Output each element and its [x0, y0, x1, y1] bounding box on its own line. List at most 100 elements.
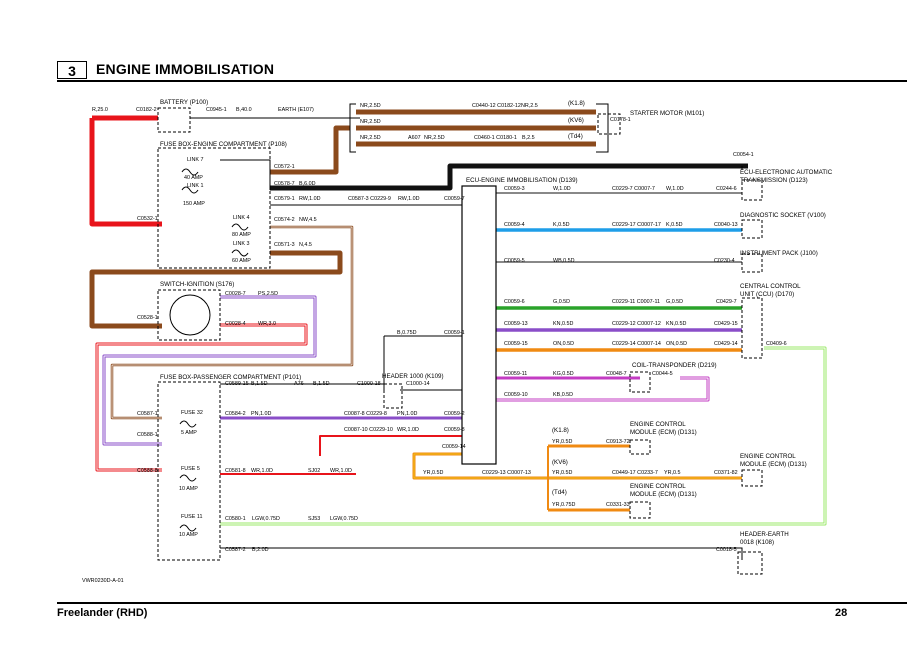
coil-outline [629, 371, 651, 393]
label-wires-nr25b: NR,2.5 [521, 103, 538, 109]
section-number-box: 3 [57, 61, 87, 79]
header-earth-outline [737, 551, 763, 575]
label-connectors-c02913: C0229-13 C0007-13 [482, 470, 531, 476]
wire-kb-magenta [496, 376, 710, 402]
fusebox-engine-outline [157, 147, 271, 269]
label-variants-kv6: (KV6) [552, 459, 568, 466]
label-connectors-c05888: C0588-8 [137, 468, 158, 474]
label-wires-g05b: G,0.5D [666, 299, 683, 305]
label-connectors-c005911: C0059-11 [504, 371, 527, 377]
label-wires-ps25: PS,2.5D [258, 291, 278, 297]
label-connectors-c005914: C0059-14 [442, 444, 466, 450]
label-wires-kn05: KN,0.5D [553, 321, 573, 327]
wire-ps-purple-inner [103, 296, 316, 445]
label-wires-yr075: YR,0.75D [552, 502, 575, 508]
label-wires-sj02: SJ02 [308, 468, 320, 474]
label-wires-wr10b: WR,1.0D [251, 468, 273, 474]
label-connectors-c04402: C0440-12 C0182-12 [472, 103, 521, 109]
label-connectors-c00592: C0059-2 [444, 411, 465, 417]
label-connectors-c05791: C0579-1 [274, 196, 295, 202]
label-components-header-earth1: HEADER-EARTH [740, 531, 789, 538]
label-wires-rw10b: RW,1.0D [398, 196, 420, 202]
label-connectors-c00878: C0087-8 C0229-8 [344, 411, 387, 417]
label-components-ecm-td4-2: MODULE (ECM) (D131) [630, 491, 697, 498]
label-connectors-c05321: C0532-1 [137, 216, 158, 222]
label-wires-yr05d: YR,0.5D [552, 470, 572, 476]
label-connectors-c05742: C0574-2 [274, 217, 295, 223]
label-connectors-c01822: C0182-2 [136, 107, 157, 113]
footer-model: Freelander (RHD) [57, 607, 148, 619]
label-wires-wb05: WB,0.5D [553, 258, 575, 264]
label-wires-lgw075: LGW,0.75D [252, 516, 280, 522]
footer-rule [57, 602, 907, 604]
wire-kb-magenta-inner [496, 377, 709, 401]
label-variants-k18: (K1.8) [552, 427, 569, 434]
label-components-fusebox-engine: FUSE BOX-ENGINE COMPARTMENT (P108) [160, 141, 287, 148]
label-connectors-c022914: C0229-14 C0007-14 [612, 341, 661, 347]
wire-lgw-green-inner [220, 347, 826, 525]
label-wires-wr30: WR,3.0 [258, 321, 276, 327]
label-components-fuse32: FUSE 32 [181, 410, 203, 416]
label-connectors-c044917: C0449-17 C0233-7 [612, 470, 658, 476]
label-connectors-c05281: C0528-1 [137, 315, 158, 321]
label-connectors-c05881: C0588-1 [137, 432, 158, 438]
label-wires-kn05b: KN,0.5D [666, 321, 686, 327]
label-connectors-c01781: C0178-1 [610, 117, 631, 123]
header-rule [57, 80, 907, 82]
label-connectors-c00284: C0028-4 [225, 321, 246, 327]
label-components-link3: LINK 3 [233, 241, 249, 247]
label-wires-a76: A76 [294, 381, 304, 387]
ecm-k18-outline [629, 439, 651, 455]
label-wires-k05b: K,0.5D [666, 222, 683, 228]
label-components-diag: DIAGNOSTIC SOCKET (V100) [740, 212, 826, 219]
thin-wire-layer [190, 103, 743, 560]
label-connectors-c02297: C0229-7 C0007-7 [612, 186, 655, 192]
label-connectors-c058915: C0589-15 [225, 381, 249, 387]
label-connectors-c00591: C0059-1 [444, 330, 465, 336]
wire-wr-red-inner [96, 324, 307, 471]
label-wires-wr10c: WR,1.0D [330, 468, 352, 474]
label-connectors-c00593: C0059-3 [504, 186, 525, 192]
wire-battery-red [89, 118, 162, 227]
battery-outline [157, 107, 191, 133]
label-components-starter: STARTER MOTOR (M101) [630, 110, 704, 117]
label-wires-pn10b: PN,1.0D [397, 411, 417, 417]
label-components-fusebox-pass: FUSE BOX-PASSENGER COMPARTMENT (P101) [160, 374, 301, 381]
label-components-link1-amp: 150 AMP [183, 201, 205, 207]
label-wires-b075: B,0.75D [397, 330, 417, 336]
ecm-td4-outline [629, 501, 651, 519]
label-wires-sj53: SJ53 [308, 516, 320, 522]
wire-layer [89, 109, 827, 526]
wire-nw45-inner [111, 226, 353, 419]
label-connectors-c05787: C0578-7 [274, 181, 295, 187]
label-components-fuse11-amp: 10 AMP [179, 532, 198, 538]
label-components-ccu2: UNIT (CCU) (D170) [740, 291, 794, 298]
label-wires-b25: B,2.5 [522, 135, 535, 141]
label-components-ecu-imm: ECU-ENGINE IMMOBILISATION (D139) [466, 177, 578, 184]
label-wires-lgw075b: LGW,0.75D [330, 516, 358, 522]
label-wires-on05b: ON,0.5D [666, 341, 687, 347]
label-wires-b15: B,1.5D [251, 381, 268, 387]
label-components-battery: BATTERY (P100) [160, 99, 208, 106]
label-connectors-c02304: C0230-4 [714, 258, 735, 264]
label-components-header1000: HEADER 1000 (K109) [382, 373, 444, 380]
label-connectors-c004013: C0040-13 [714, 222, 738, 228]
label-wires-r25: R,25.0 [92, 107, 108, 113]
label-wires-yr05c: YR,0.5 [664, 470, 680, 476]
label-wires-wr10: WR,1.0D [397, 427, 419, 433]
label-wires-b15b: B,1.5D [313, 381, 330, 387]
label-connectors-c09451: C0945-1 [206, 107, 227, 113]
label-connectors-c042914: C0429-14 [714, 341, 738, 347]
wire-yr-orange-main-inner [413, 453, 742, 479]
label-wires-nw45: NW,4.5 [299, 217, 317, 223]
label-components-link7-amp: 40 AMP [184, 175, 203, 181]
label-wires-nr25: NR,2.5D [360, 135, 381, 141]
label-components-ecu-auto2: TRANSMISSION (D123) [740, 177, 808, 184]
label-components-instr: INSTRUMENT PACK (J100) [740, 250, 818, 257]
label-connectors-c00185: C0018-5 [716, 547, 737, 553]
label-connectors-c02446: C0244-6 [716, 186, 737, 192]
label-wires-on05: ON,0.5D [553, 341, 574, 347]
